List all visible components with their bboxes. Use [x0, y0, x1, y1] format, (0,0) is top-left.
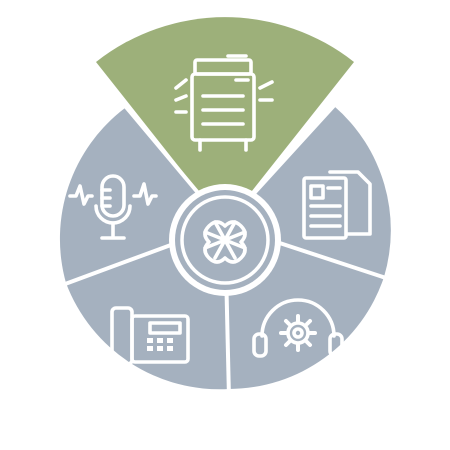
desk-phone-icon	[110, 306, 190, 366]
copier-icon	[174, 54, 274, 152]
microphone-icon	[68, 174, 158, 240]
headset-gear-icon	[252, 298, 344, 380]
woven-knot-logo	[203, 220, 247, 264]
center-hub	[169, 184, 281, 296]
documents-icon	[302, 170, 372, 240]
segment-copier[interactable]	[96, 17, 354, 225]
